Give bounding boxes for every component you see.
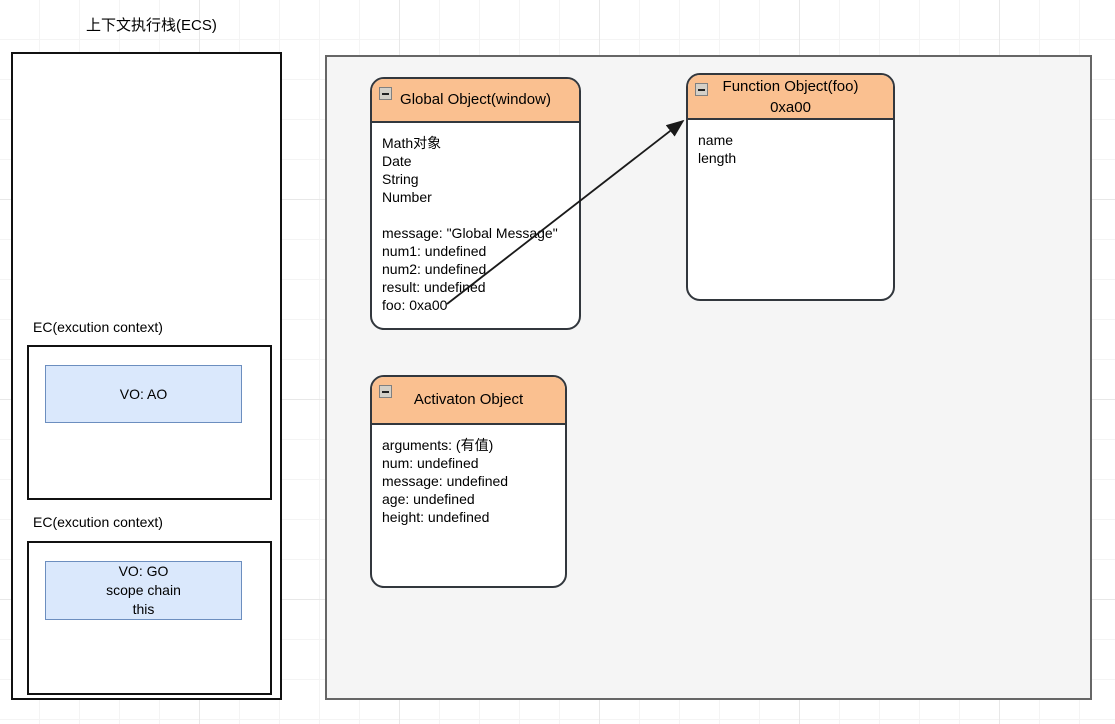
global-object-card[interactable]: Global Object(window) Math对象 Date String… <box>370 77 581 330</box>
global-property: num2: undefined <box>382 261 487 277</box>
global-object-header[interactable]: Global Object(window) <box>372 79 579 123</box>
minus-icon[interactable] <box>379 385 392 398</box>
function-object-card[interactable]: Function Object(foo) 0xa00 name length <box>686 73 895 301</box>
activation-object-body: arguments: (有值) num: undefined message: … <box>372 425 565 526</box>
global-builtin: Math对象 <box>382 135 442 151</box>
minus-icon[interactable] <box>379 87 392 100</box>
function-object-header[interactable]: Function Object(foo) 0xa00 <box>688 75 893 120</box>
vo-line: VO: GO <box>118 563 169 579</box>
activation-object-header[interactable]: Activaton Object <box>372 377 565 425</box>
global-property: foo: 0xa00 <box>382 297 448 313</box>
ec-box-1: VO: AO <box>27 345 272 500</box>
ec-label-1: EC(excution context) <box>33 319 163 335</box>
activation-property: num: undefined <box>382 455 479 471</box>
global-property: result: undefined <box>382 279 486 295</box>
activation-property: message: undefined <box>382 473 509 489</box>
global-builtin: Date <box>382 153 412 169</box>
global-property: num1: undefined <box>382 243 487 259</box>
global-object-title: Global Object(window) <box>400 91 551 108</box>
global-object-body: Math对象 Date String Number message: "Glob… <box>372 123 579 314</box>
function-property: name <box>698 132 734 148</box>
execution-context-stack-panel: EC(excution context) VO: AO EC(excution … <box>11 52 282 700</box>
global-builtin: String <box>382 171 419 187</box>
vo-line: scope chain <box>106 582 181 598</box>
global-property: message: "Global Message" <box>382 225 558 241</box>
activation-property: height: undefined <box>382 509 490 525</box>
function-object-body: name length <box>688 120 893 167</box>
activation-property: arguments: (有值) <box>382 437 494 453</box>
global-builtin: Number <box>382 189 432 205</box>
function-object-address: 0xa00 <box>770 98 811 116</box>
activation-object-title: Activaton Object <box>413 391 524 408</box>
ec-box-2: VO: GO scope chain this <box>27 541 272 695</box>
vo-line: VO: AO <box>119 385 168 402</box>
function-object-title: Function Object(foo) <box>722 77 859 95</box>
activation-object-card[interactable]: Activaton Object arguments: (有值) num: un… <box>370 375 567 588</box>
function-property: length <box>698 150 737 166</box>
vo-line: this <box>132 601 155 617</box>
page-title: 上下文执行栈(ECS) <box>86 17 217 34</box>
activation-property: age: undefined <box>382 491 475 507</box>
ec-label-2: EC(excution context) <box>33 514 163 530</box>
minus-icon[interactable] <box>695 83 708 96</box>
spacer <box>382 206 579 224</box>
vo-box-ao: VO: AO <box>45 365 242 423</box>
vo-box-go: VO: GO scope chain this <box>45 561 242 620</box>
